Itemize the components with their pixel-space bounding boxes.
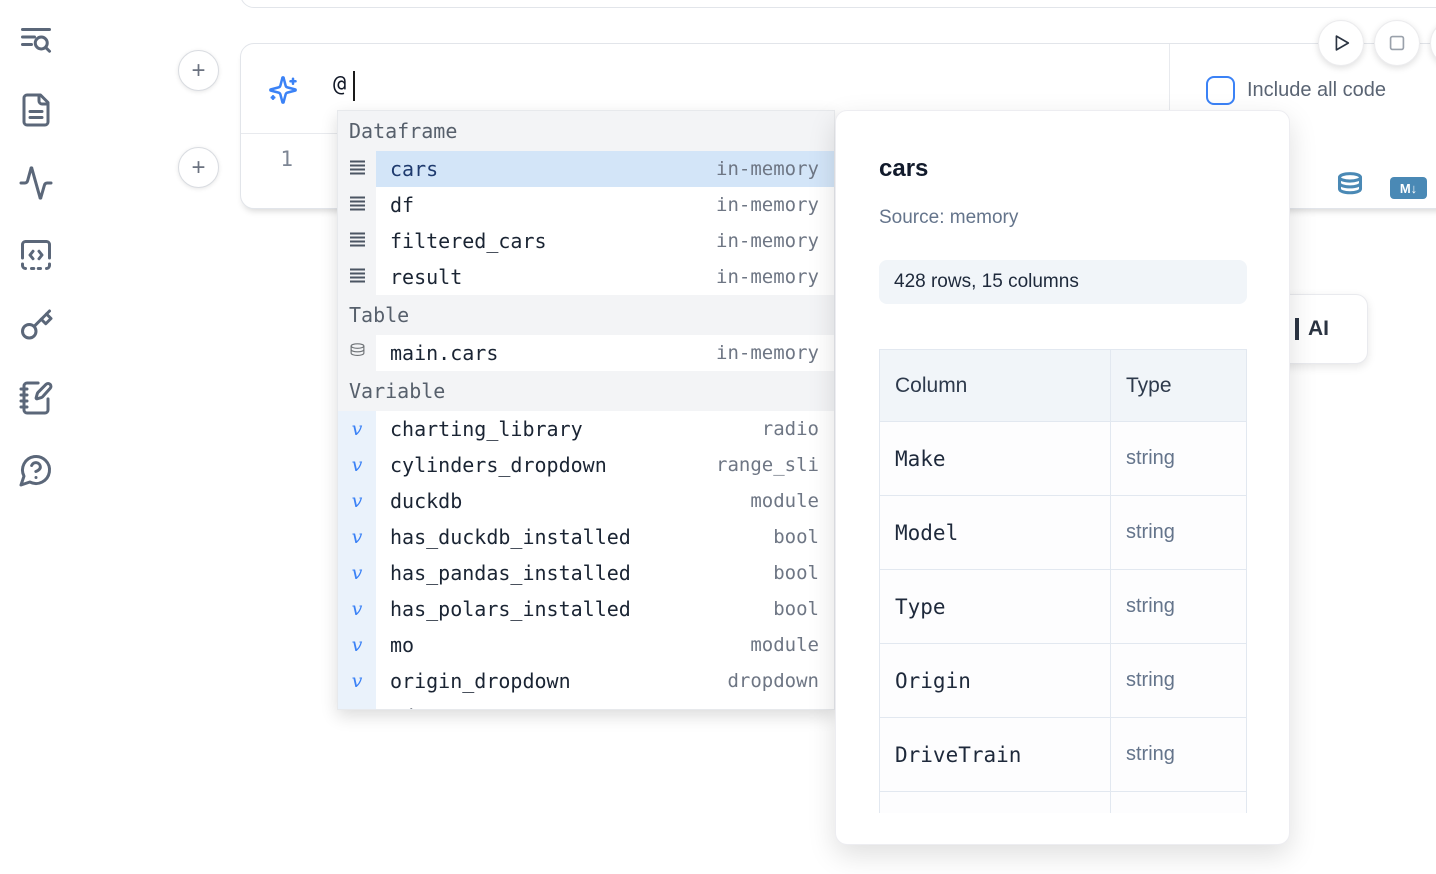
search-notebook-icon[interactable]	[18, 22, 54, 58]
dataframe-icon	[349, 232, 366, 251]
ai-sparkle-icon	[268, 75, 298, 105]
scratchpad-code-icon[interactable]	[18, 237, 54, 273]
table-row: Type string	[880, 570, 1246, 644]
dataframe-icon	[349, 196, 366, 215]
table-row: Model string	[880, 496, 1246, 570]
preview-shape-badge: 428 rows, 15 columns	[879, 260, 1247, 304]
code-line-number: 1	[280, 147, 293, 171]
include-all-code-label: Include all code	[1247, 79, 1386, 101]
variable-icon: v	[351, 562, 363, 584]
table-row: Origin string	[880, 644, 1246, 718]
preview-title: cars	[879, 155, 929, 182]
section-header-dataframe: Dataframe	[338, 111, 834, 151]
clipped-letter	[1295, 318, 1299, 340]
preview-source: Source: memory	[879, 207, 1019, 228]
ai-prompt-input[interactable]: @	[333, 72, 347, 97]
stop-cell-button[interactable]	[1374, 20, 1420, 66]
variable-icon: v	[351, 454, 363, 476]
dataframe-preview-panel: cars Source: memory 428 rows, 15 columns…	[835, 110, 1290, 845]
notebook-pen-icon[interactable]	[18, 380, 54, 416]
variable-icon: v	[351, 598, 363, 620]
table-row: DriveTrain string	[880, 718, 1246, 792]
add-cell-above-button[interactable]: +	[178, 50, 219, 91]
keyboard-shortcuts-key-icon[interactable]	[18, 308, 54, 344]
table-row: Make string	[880, 422, 1246, 496]
text-cursor	[353, 71, 355, 101]
run-cell-button[interactable]	[1318, 20, 1364, 66]
activity-icon[interactable]	[18, 165, 54, 201]
database-connection-icon[interactable]	[1336, 170, 1364, 206]
table-database-icon	[349, 342, 366, 364]
variable-icon: v	[351, 490, 363, 512]
variable-icon: v	[352, 706, 363, 709]
previous-cell-fragment	[240, 0, 1436, 8]
add-cell-below-button[interactable]: +	[178, 147, 219, 188]
table-row-partial	[880, 792, 1246, 813]
column-header: Column	[880, 350, 1111, 422]
type-header: Type	[1111, 350, 1246, 422]
help-chat-icon[interactable]	[18, 452, 54, 488]
autocomplete-item-pd[interactable]: v pdmodule	[338, 699, 834, 709]
include-all-code-checkbox[interactable]	[1206, 76, 1235, 105]
variable-icon: v	[351, 634, 363, 656]
dataframe-icon	[349, 160, 366, 179]
variable-icon: v	[351, 418, 363, 440]
variable-icon: v	[351, 670, 363, 692]
preview-schema-table: Column Type Make string Model string Typ…	[879, 349, 1247, 813]
variable-icon: v	[351, 526, 363, 548]
dataframe-icon	[349, 268, 366, 287]
section-header-table: Table	[338, 295, 834, 335]
section-header-variable: Variable	[338, 371, 834, 411]
convert-to-markdown-icon[interactable]: M↓	[1390, 177, 1427, 199]
file-icon[interactable]	[18, 92, 54, 128]
